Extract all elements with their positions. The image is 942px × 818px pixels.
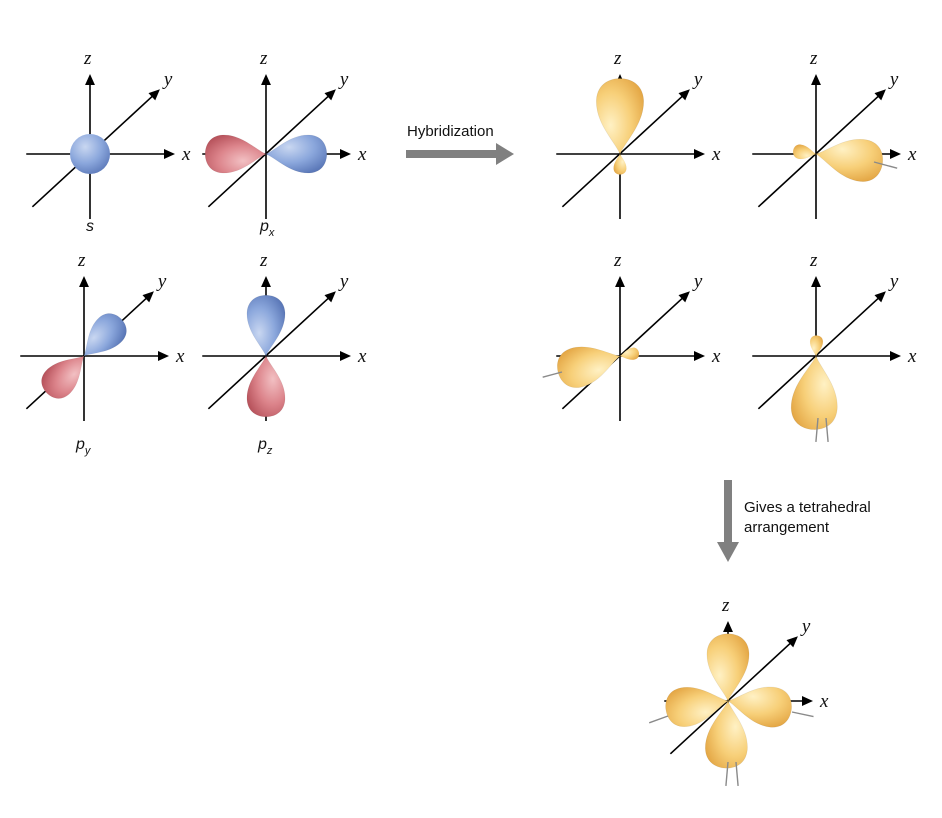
- down-arrow-icon: [717, 480, 739, 562]
- tetrahedral-x-label: x: [819, 691, 829, 712]
- sp3-2-z-label: z: [809, 48, 818, 69]
- sp3-3-x-label: x: [711, 346, 721, 367]
- px-lobe-negative: [204, 134, 267, 174]
- orbital-label-px: px: [259, 218, 275, 239]
- tetra-lobe-left: [665, 686, 729, 727]
- sp3-1-x-label: x: [711, 144, 721, 165]
- sp3-4-y-label: y: [888, 271, 899, 292]
- sp3-3-y-label: y: [692, 271, 703, 292]
- sp3-hybrid-4-minor-lobe: [810, 335, 824, 357]
- py-lobe-negative: [41, 355, 85, 399]
- hybrid-axis-stub: [648, 715, 669, 724]
- hybrid-axis-stub: [873, 161, 898, 169]
- px-x-label: x: [357, 144, 367, 165]
- result-label-line1: Gives a tetrahedral: [744, 499, 871, 516]
- hybrid-axis-stub: [815, 417, 819, 442]
- sp3-hybrid-1-major-lobe: [596, 78, 644, 155]
- pz-y-label: y: [338, 271, 349, 292]
- tetrahedral-step: Gives a tetrahedral arrangement: [717, 480, 871, 562]
- sp3-hybrid-1-minor-lobe: [613, 153, 627, 175]
- py-y-label: y: [156, 271, 167, 292]
- py-lobe-positive: [83, 313, 127, 357]
- px-z-label: z: [259, 48, 268, 69]
- sp3-4-z-label: z: [809, 250, 818, 271]
- pz-z-label: z: [259, 250, 268, 271]
- pz-x-label: x: [357, 346, 367, 367]
- sp3-hybrid-2-minor-lobe: [792, 144, 817, 160]
- pz-lobe-positive: [246, 294, 286, 357]
- hybrid-axis-stub: [725, 761, 729, 786]
- hybrid-axis-stub: [542, 371, 563, 378]
- sp3-1-z-label: z: [613, 48, 622, 69]
- sp3-4-x-label: x: [907, 346, 917, 367]
- sp3-3-z-label: z: [613, 250, 622, 271]
- s-y-label: y: [162, 69, 173, 90]
- s-x-label: x: [181, 144, 191, 165]
- axes-layer: [20, 74, 901, 766]
- tetra-lobe-down: [705, 700, 748, 769]
- tetrahedral-z-label: z: [721, 595, 730, 616]
- orbital-label-py: py: [75, 436, 92, 457]
- sp3-hybrid-3-major-lobe: [557, 346, 621, 388]
- sp3-2-x-label: x: [907, 144, 917, 165]
- result-label-line2: arrangement: [744, 519, 830, 536]
- hybrid-axis-stub: [825, 417, 829, 442]
- hybrid-axis-stub: [735, 761, 739, 786]
- orbitals-layer: [41, 78, 898, 786]
- orbital-label-s: s: [86, 218, 94, 235]
- px-y-label: y: [338, 69, 349, 90]
- hybrid-axis-stub: [791, 711, 814, 718]
- orbital-label-pz: pz: [257, 436, 273, 457]
- py-z-label: z: [77, 250, 86, 271]
- s-z-label: z: [83, 48, 92, 69]
- tetrahedral-y-label: y: [800, 616, 811, 637]
- px-lobe-positive: [265, 134, 328, 174]
- py-x-label: x: [175, 346, 185, 367]
- s-orbital-sphere: [70, 134, 110, 174]
- sp3-hybrid-2-major-lobe: [815, 138, 884, 182]
- sp3-1-y-label: y: [692, 69, 703, 90]
- tetra-lobe-up: [706, 633, 750, 702]
- sp3-2-y-label: y: [888, 69, 899, 90]
- hybridization-label: Hybridization: [407, 123, 494, 140]
- tetra-lobe-right: [727, 686, 792, 728]
- hybridization-step: Hybridization: [406, 123, 514, 165]
- pz-lobe-negative: [246, 355, 286, 418]
- right-arrow-icon: [406, 143, 514, 165]
- sp3-hybrid-4-major-lobe: [790, 355, 838, 430]
- sp3-hybrid-3-minor-lobe: [619, 347, 640, 360]
